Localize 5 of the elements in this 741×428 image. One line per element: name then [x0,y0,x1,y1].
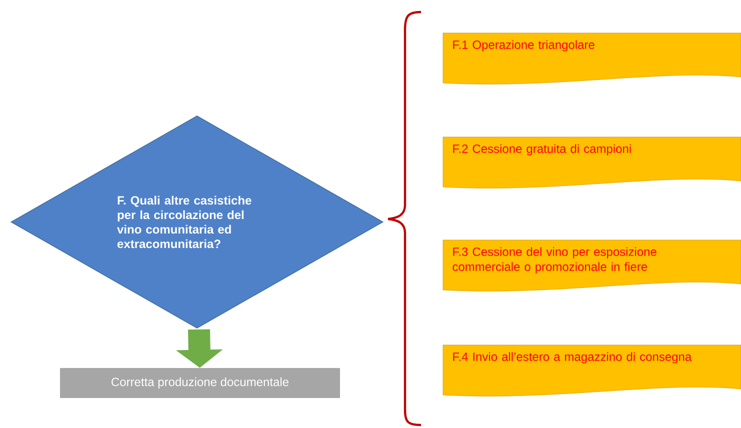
banner: F.3 Cessione del vino per esposizione commerciale o promozionale in fiere [442,240,741,292]
banner: F.4 Invio all’estero a magazzino di consegna [442,344,741,396]
banner: F.2 Cessione gratuita di campioni [442,136,741,188]
process-box: Corretta produzione documentale [60,368,340,398]
banner: F.1 Operazione triangolare [442,32,741,84]
